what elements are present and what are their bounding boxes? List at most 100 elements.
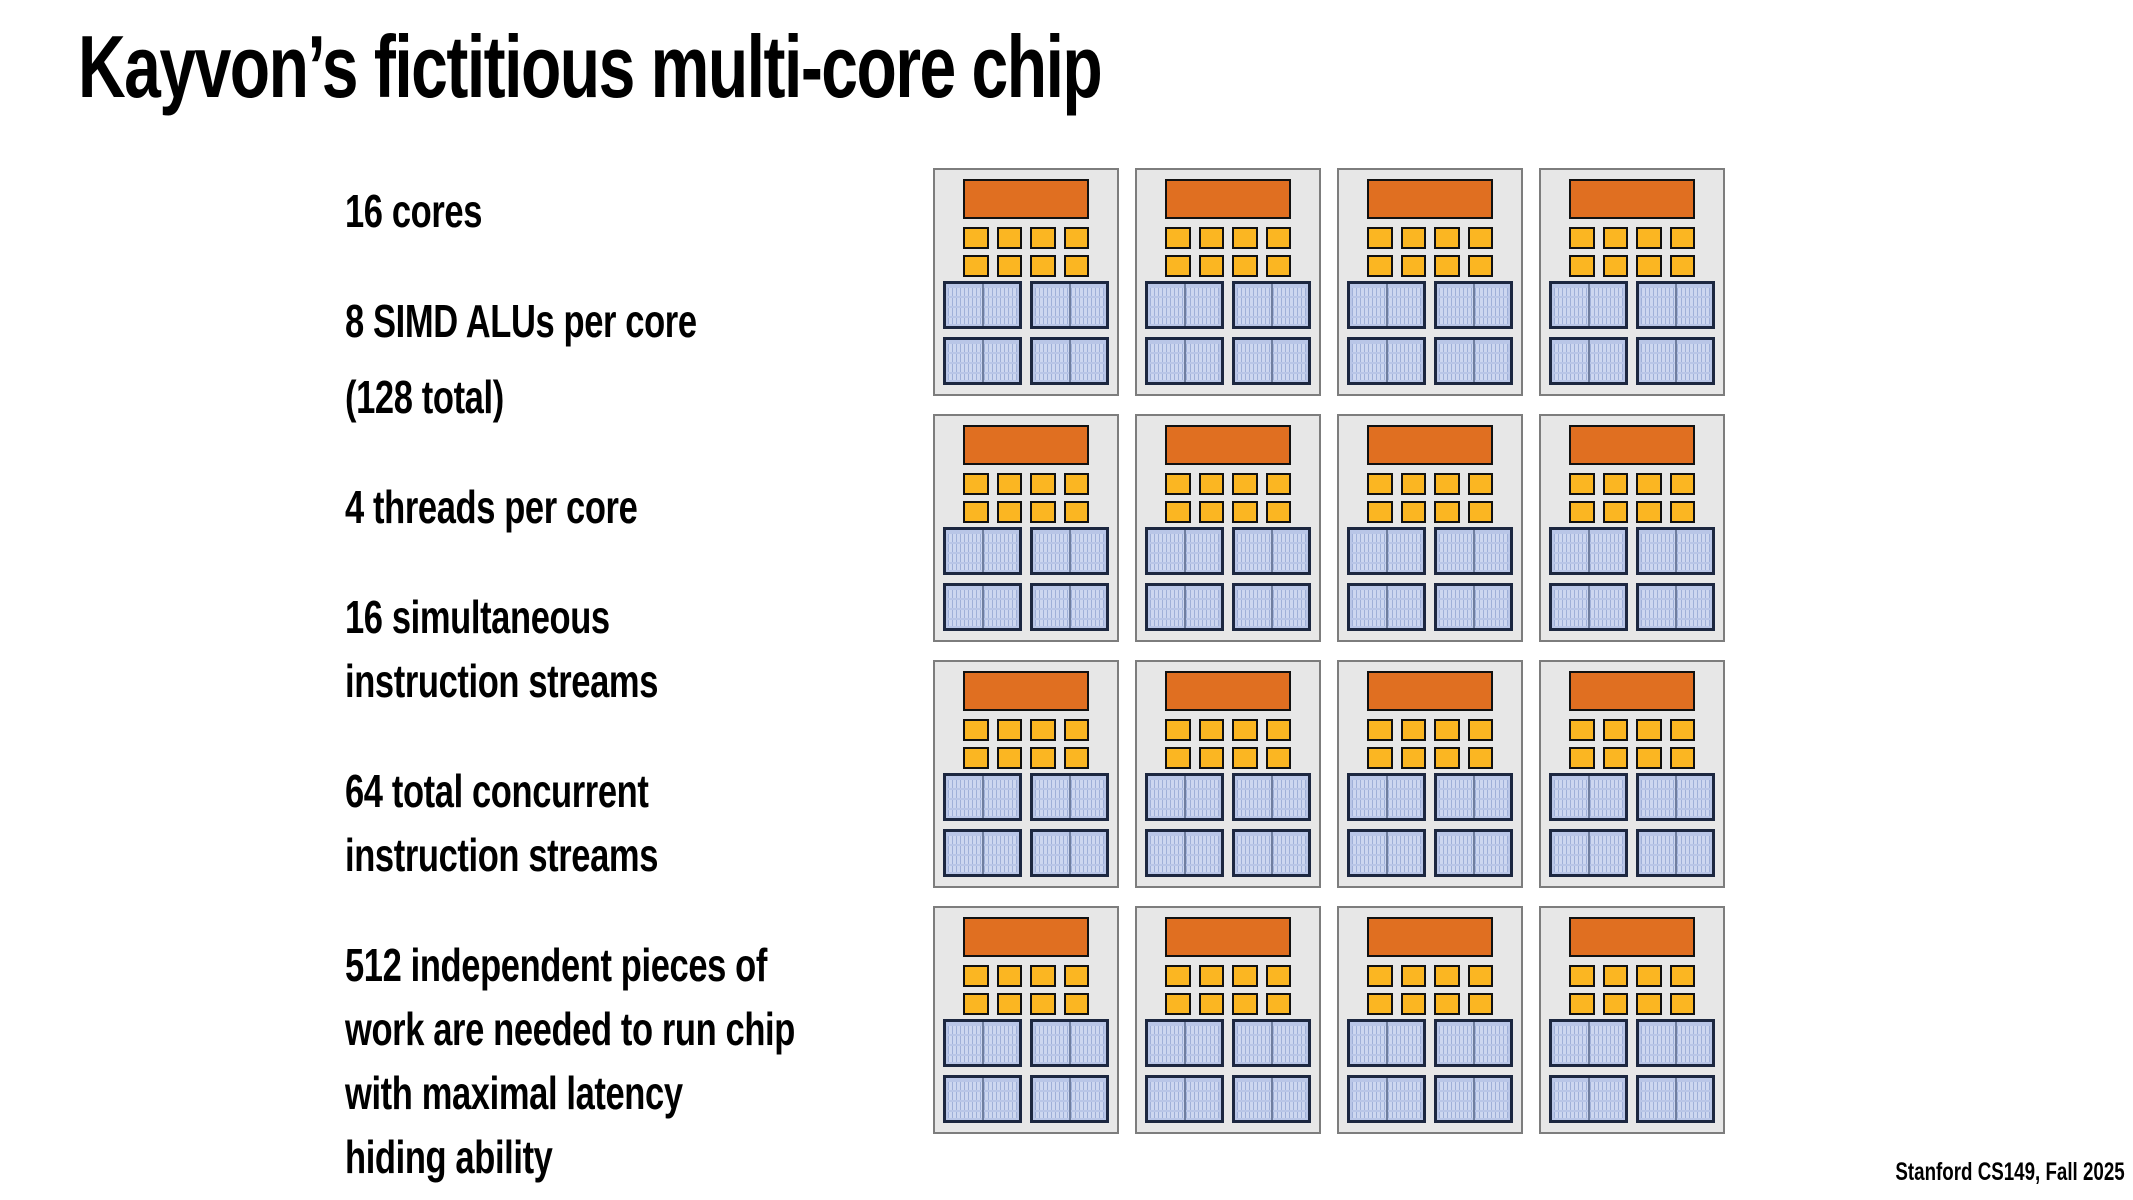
context-block xyxy=(1232,1075,1311,1123)
alu-cell xyxy=(1434,255,1460,277)
context-block xyxy=(1232,773,1311,821)
alu-cell xyxy=(1636,501,1662,523)
alu-cell xyxy=(1636,473,1662,495)
alu-cell xyxy=(1165,227,1191,249)
context-block xyxy=(1636,1075,1715,1123)
alu-cell xyxy=(1232,965,1258,987)
alu-cell xyxy=(1232,993,1258,1015)
context-block xyxy=(1145,1075,1224,1123)
alu-cell xyxy=(1467,501,1493,523)
alu-cell xyxy=(1165,965,1191,987)
core xyxy=(933,168,1119,396)
alu-cell xyxy=(1063,255,1089,277)
alu-cell xyxy=(963,501,989,523)
alu-cell xyxy=(1602,227,1628,249)
alu-cell xyxy=(963,993,989,1015)
core xyxy=(1539,414,1725,642)
alu-cell xyxy=(1602,255,1628,277)
alu-cell xyxy=(1198,993,1224,1015)
context-block xyxy=(1434,1019,1513,1067)
alu-cell xyxy=(1400,255,1426,277)
alu-cell xyxy=(1636,747,1662,769)
context-array xyxy=(1549,281,1715,385)
alu-cell xyxy=(996,965,1022,987)
alu-array xyxy=(1367,719,1493,769)
alu-cell xyxy=(1265,255,1291,277)
bullet-item: (128 total) xyxy=(345,371,504,423)
fetch-decode-block xyxy=(1367,179,1493,219)
alu-cell xyxy=(1063,747,1089,769)
context-array xyxy=(1549,1019,1715,1123)
context-block xyxy=(1232,829,1311,877)
context-block xyxy=(943,773,1022,821)
alu-cell xyxy=(1367,473,1393,495)
alu-cell xyxy=(1367,993,1393,1015)
alu-cell xyxy=(1367,227,1393,249)
alu-cell xyxy=(996,227,1022,249)
alu-cell xyxy=(1265,501,1291,523)
alu-cell xyxy=(1063,501,1089,523)
fetch-decode-block xyxy=(963,179,1089,219)
alu-cell xyxy=(1467,993,1493,1015)
context-block xyxy=(1636,281,1715,329)
alu-cell xyxy=(1063,719,1089,741)
alu-cell xyxy=(1198,473,1224,495)
context-block xyxy=(1347,583,1426,631)
alu-cell xyxy=(1232,473,1258,495)
slide-title: Kayvon’s fictitious multi-core chip xyxy=(78,17,1103,116)
alu-cell xyxy=(1265,993,1291,1015)
context-block xyxy=(943,337,1022,385)
context-block xyxy=(1434,583,1513,631)
alu-array xyxy=(1569,965,1695,1015)
alu-cell xyxy=(1198,719,1224,741)
alu-cell xyxy=(1367,501,1393,523)
context-block xyxy=(1636,829,1715,877)
alu-cell xyxy=(1030,473,1056,495)
alu-cell xyxy=(1030,501,1056,523)
alu-cell xyxy=(1569,501,1595,523)
alu-cell xyxy=(1669,255,1695,277)
context-array xyxy=(1549,527,1715,631)
alu-cell xyxy=(1434,747,1460,769)
alu-cell xyxy=(1669,719,1695,741)
context-block xyxy=(1030,527,1109,575)
bullet-item: 16 cores xyxy=(345,185,483,237)
alu-cell xyxy=(1165,747,1191,769)
context-block xyxy=(1347,773,1426,821)
alu-cell xyxy=(1467,747,1493,769)
fetch-decode-block xyxy=(1367,917,1493,957)
alu-array xyxy=(963,227,1089,277)
alu-cell xyxy=(1265,965,1291,987)
context-array xyxy=(1347,773,1513,877)
alu-cell xyxy=(1030,255,1056,277)
alu-array xyxy=(963,719,1089,769)
core xyxy=(1539,168,1725,396)
core xyxy=(1539,660,1725,888)
alu-cell xyxy=(1198,227,1224,249)
alu-cell xyxy=(1198,747,1224,769)
alu-cell xyxy=(1232,227,1258,249)
context-block xyxy=(1549,773,1628,821)
context-block xyxy=(1549,1075,1628,1123)
fetch-decode-block xyxy=(1165,179,1291,219)
alu-cell xyxy=(1165,719,1191,741)
alu-cell xyxy=(1467,719,1493,741)
alu-cell xyxy=(996,473,1022,495)
bullet-item: 4 threads per core xyxy=(345,481,638,533)
context-block xyxy=(1030,773,1109,821)
alu-cell xyxy=(1434,227,1460,249)
alu-cell xyxy=(1030,719,1056,741)
alu-array xyxy=(1569,473,1695,523)
context-array xyxy=(1347,527,1513,631)
alu-cell xyxy=(1367,719,1393,741)
alu-cell xyxy=(963,965,989,987)
alu-array xyxy=(1367,227,1493,277)
context-block xyxy=(1549,1019,1628,1067)
alu-cell xyxy=(1636,719,1662,741)
alu-cell xyxy=(1063,993,1089,1015)
alu-array xyxy=(1569,227,1695,277)
context-block xyxy=(1434,337,1513,385)
alu-cell xyxy=(1030,227,1056,249)
alu-cell xyxy=(1467,473,1493,495)
